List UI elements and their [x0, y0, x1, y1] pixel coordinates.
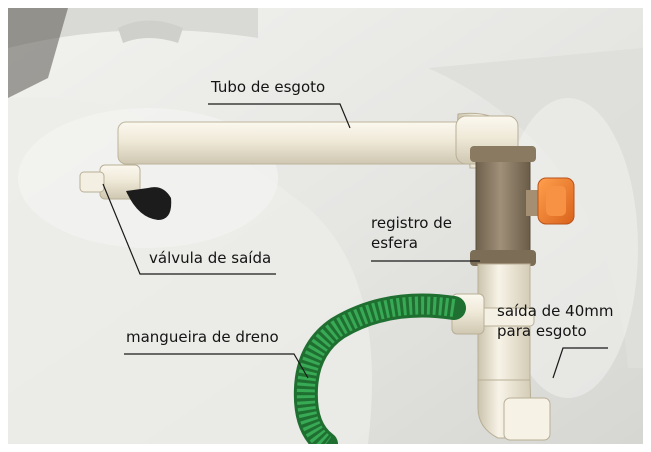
label-saida-40mm-line1: saída de 40mm	[497, 302, 614, 320]
photo-frame: Tubo de esgoto válvula de saída registro…	[8, 8, 643, 444]
label-saida-40mm-line2: para esgoto	[497, 322, 587, 340]
label-valvula-de-saida: válvula de saída	[149, 249, 272, 267]
label-registro-de-esfera-line2: esfera	[371, 234, 418, 252]
label-mangueira-de-dreno: mangueira de dreno	[126, 328, 279, 346]
label-registro-de-esfera-line1: registro de	[371, 214, 452, 232]
label-tubo-de-esgoto: Tubo de esgoto	[211, 78, 326, 96]
plumbing-photo	[8, 8, 643, 444]
